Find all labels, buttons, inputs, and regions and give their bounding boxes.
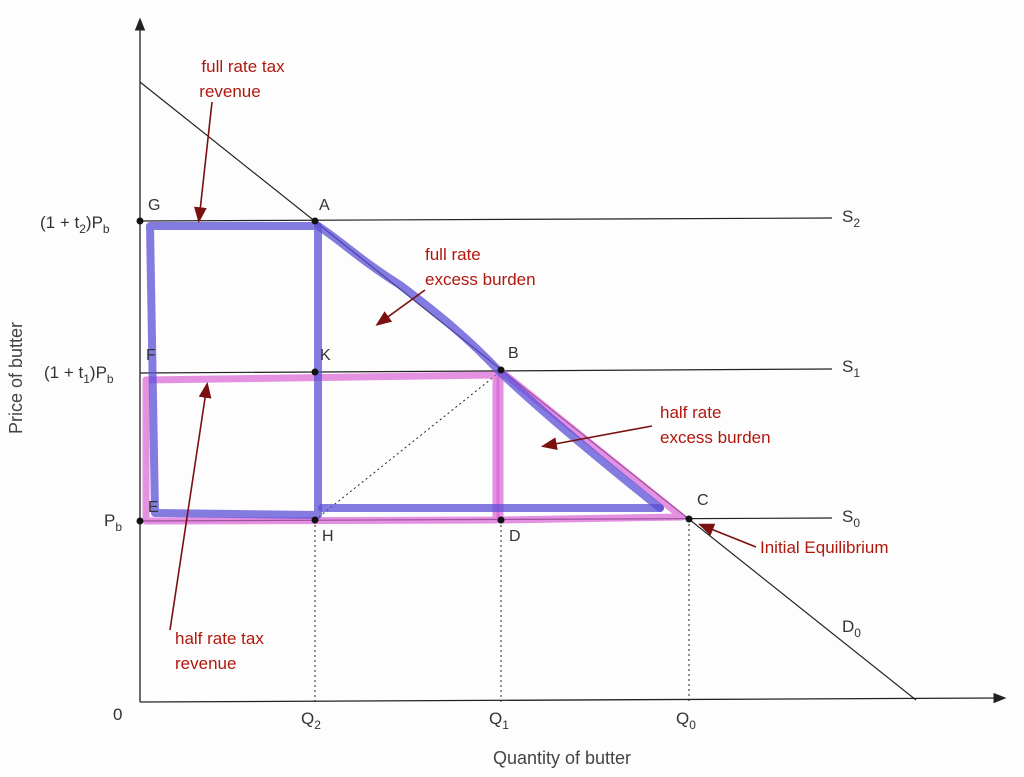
price-label-p1: (1 + t1)Pb (44, 363, 114, 386)
full-rate-tax-revenue-line1: full rate tax (201, 57, 285, 76)
origin-label: 0 (113, 705, 122, 724)
point-c-label: C (697, 492, 709, 509)
point-e-label: E (148, 499, 159, 516)
half-rate-excess-burden-line2: excess burden (660, 428, 771, 447)
h-to-b-dotted-line (314, 370, 502, 521)
full-rate-excess-burden-line2: excess burden (425, 270, 536, 289)
quantity-label-q0: Q0 (676, 709, 696, 732)
point-g-label: G (148, 197, 160, 214)
half-rate-excess-burden-line1: half rate (660, 403, 721, 422)
full-rate-tax-revenue-arrow (194, 101, 213, 224)
full-rate-excess-burden-line1: full rate (425, 245, 481, 264)
curve-label-s0: S0 (842, 507, 860, 530)
point-d-label: D (509, 528, 521, 545)
point-markers (136, 217, 693, 525)
curve-label-s1: S1 (842, 357, 860, 380)
price-label-p2: (1 + t2)Pb (40, 213, 110, 236)
curve-label-s2: S2 (842, 207, 860, 230)
full-rate-highlight (146, 222, 664, 519)
half-rate-highlight (142, 368, 686, 525)
point-f-label: F (146, 347, 156, 364)
supply-s1-line (139, 368, 833, 374)
point-b-label: B (508, 345, 519, 362)
initial-equilibrium-label: Initial Equilibrium (760, 538, 889, 557)
curve-label-d0: D0 (842, 617, 861, 640)
point-a-label: A (319, 197, 330, 214)
point-h-label: H (322, 528, 334, 545)
x-axis (139, 692, 1007, 704)
x-axis-title: Quantity of butter (493, 748, 631, 768)
initial-equilibrium-arrow (698, 523, 757, 548)
half-rate-excess-burden-arrow (540, 425, 653, 450)
half-rate-tax-revenue-line1: half rate tax (175, 629, 264, 648)
price-label-p0: Pb (104, 511, 122, 534)
supply-s2-line (139, 217, 833, 222)
point-k-label: K (320, 347, 331, 364)
half-rate-tax-revenue-line2: revenue (175, 654, 236, 673)
quantity-label-q1: Q1 (489, 709, 509, 732)
full-rate-excess-burden-arrow (375, 289, 426, 326)
half-rate-tax-revenue-arrow (169, 381, 212, 631)
y-axis-title: Price of butter (6, 322, 26, 434)
full-rate-tax-revenue-line2: revenue (199, 82, 260, 101)
quantity-label-q2: Q2 (301, 709, 321, 732)
